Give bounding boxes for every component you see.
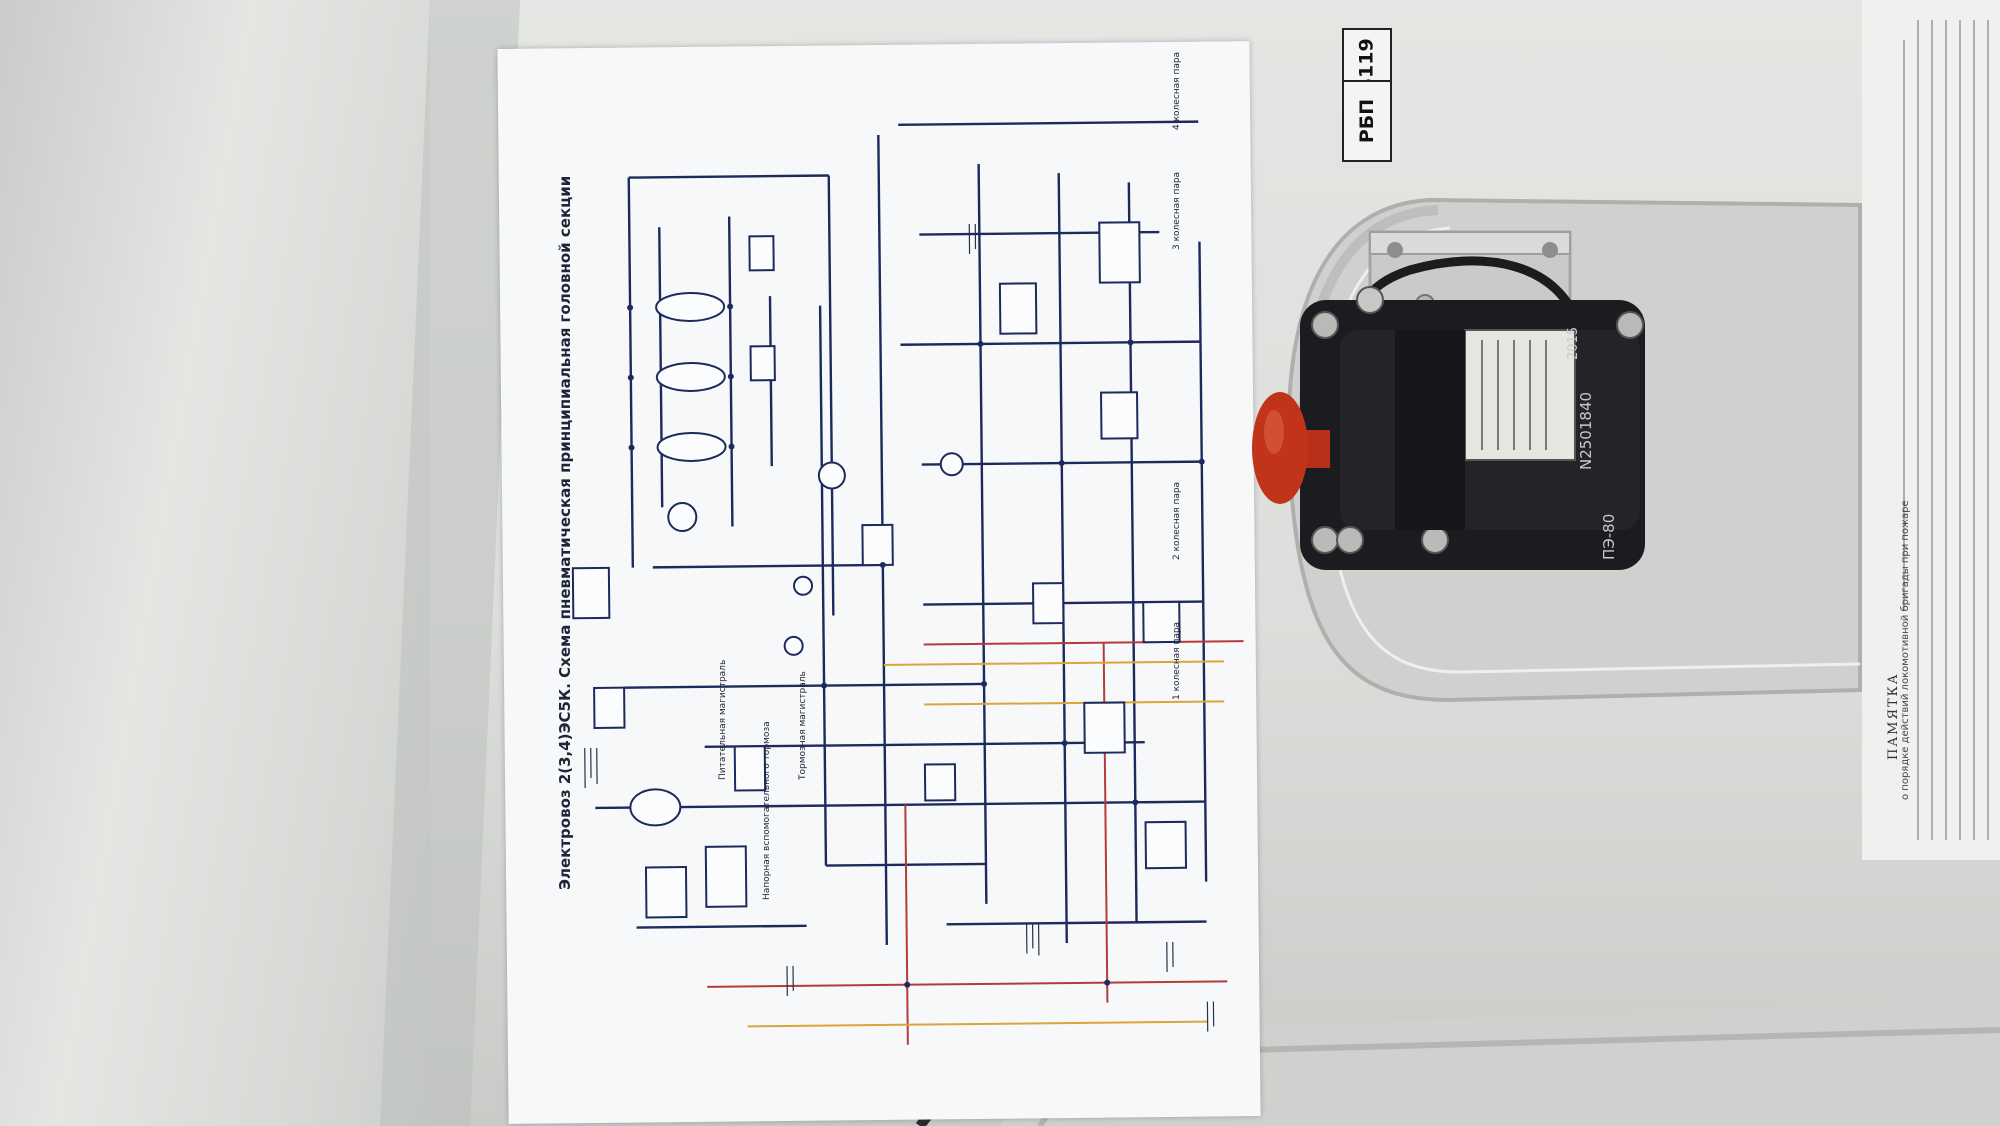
instruction-sheet bbox=[1862, 0, 2000, 860]
bogie-label-4: 4 колесная пара bbox=[1172, 51, 1182, 130]
main-line-label-aux-brake: Напорная вспомогательного тормоза bbox=[762, 721, 772, 900]
main-line-label-supply: Питательная магистраль bbox=[718, 659, 728, 780]
pneumatic-diagram-sheet bbox=[497, 41, 1261, 1124]
bogie-label-2: 2 колесная пара bbox=[1172, 481, 1182, 560]
device-model: ПЭ-80 bbox=[1600, 513, 1618, 560]
bogie-label-3: 3 колесная пара bbox=[1172, 171, 1182, 250]
bogie-label-1: 1 колесная пара bbox=[1172, 621, 1182, 700]
equipment-tag-rbp: РБП bbox=[1342, 80, 1392, 162]
emergency-valve-device bbox=[1252, 230, 1645, 570]
device-year: 2015 bbox=[1566, 326, 1581, 360]
main-line-label-brake: Тормозная магистраль bbox=[798, 671, 808, 780]
pneumatic-schematic bbox=[571, 120, 1244, 1045]
instruction-text-lines bbox=[1903, 20, 1989, 840]
diagram-title: Электровоз 2(3,4)ЭС5К. Схема пневматичес… bbox=[556, 175, 574, 890]
instruction-title: ПАМЯТКА bbox=[1886, 672, 1901, 760]
instruction-subtitle: о порядке действий локомотивной бригады … bbox=[1900, 500, 1911, 800]
device-serial: N2501840 bbox=[1577, 391, 1595, 470]
